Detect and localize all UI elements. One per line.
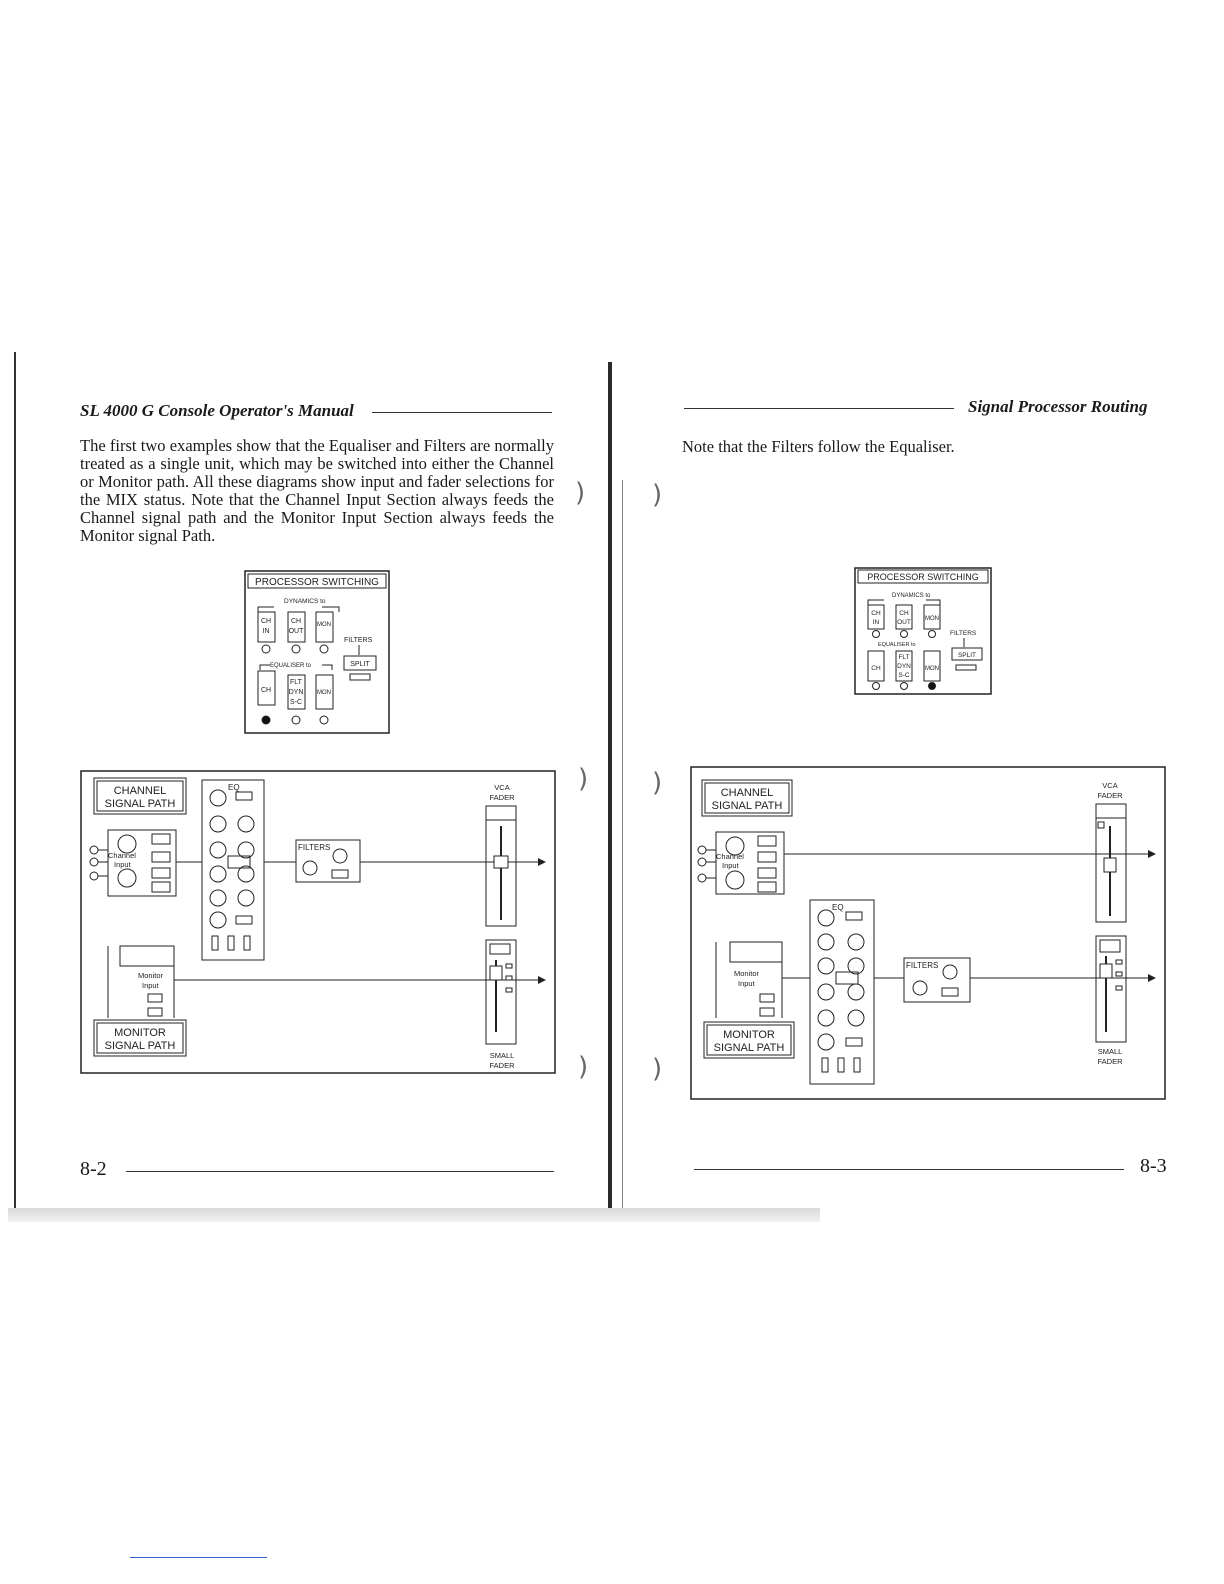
binder-hole-icon: ) bbox=[652, 480, 663, 510]
svg-text:DYN: DYN bbox=[897, 663, 911, 670]
svg-text:OUT: OUT bbox=[897, 619, 911, 626]
svg-text:FILTERS: FILTERS bbox=[906, 961, 938, 970]
binder-hole-icon: ) bbox=[652, 1054, 663, 1084]
svg-text:VCA: VCA bbox=[1102, 781, 1117, 790]
svg-text:MON: MON bbox=[317, 622, 331, 628]
svg-text:EQ: EQ bbox=[228, 783, 240, 792]
binder-hole-icon: ) bbox=[652, 768, 663, 798]
binder-hole-icon: ) bbox=[578, 1052, 589, 1082]
svg-text:IN: IN bbox=[263, 628, 270, 635]
header-rule-right bbox=[684, 408, 954, 409]
footer-rule-left bbox=[126, 1171, 554, 1172]
svg-text:CHANNEL: CHANNEL bbox=[114, 785, 167, 797]
svg-text:Monitor: Monitor bbox=[138, 971, 164, 980]
svg-text:SPLIT: SPLIT bbox=[958, 652, 976, 659]
panel-title: PROCESSOR SWITCHING bbox=[255, 577, 379, 588]
svg-text:OUT: OUT bbox=[289, 628, 305, 635]
left-page-number: 8-2 bbox=[80, 1158, 107, 1180]
svg-text:MON: MON bbox=[317, 690, 331, 696]
svg-text:IN: IN bbox=[873, 619, 880, 626]
svg-text:FADER: FADER bbox=[489, 793, 515, 802]
svg-text:MONITOR: MONITOR bbox=[723, 1029, 775, 1041]
dynamics-label: DYNAMICS to bbox=[284, 598, 326, 605]
svg-text:CH: CH bbox=[899, 610, 909, 617]
footer-rule-right bbox=[694, 1169, 1124, 1170]
svg-text:Input: Input bbox=[722, 861, 740, 870]
right-page-header: Signal Processor Routing bbox=[968, 397, 1148, 416]
bottom-link-line bbox=[130, 1557, 267, 1558]
equaliser-label: EQUALISER to bbox=[270, 663, 312, 669]
left-page-header: SL 4000 G Console Operator's Manual bbox=[80, 401, 354, 420]
svg-text:FADER: FADER bbox=[1097, 1057, 1123, 1066]
svg-text:MON: MON bbox=[925, 616, 939, 622]
binder-hole-icon: ) bbox=[575, 478, 586, 508]
svg-text:SIGNAL PATH: SIGNAL PATH bbox=[105, 1040, 176, 1052]
svg-text:FLT: FLT bbox=[898, 654, 909, 661]
svg-text:CH: CH bbox=[261, 618, 271, 625]
svg-text:CH: CH bbox=[291, 618, 301, 625]
svg-text:Input: Input bbox=[142, 981, 160, 990]
svg-text:PROCESSOR SWITCHING: PROCESSOR SWITCHING bbox=[867, 572, 979, 582]
svg-text:SMALL: SMALL bbox=[490, 1051, 515, 1060]
split-label: SPLIT bbox=[350, 661, 370, 668]
svg-text:MON: MON bbox=[925, 666, 939, 672]
svg-text:SIGNAL PATH: SIGNAL PATH bbox=[712, 800, 783, 812]
svg-text:FADER: FADER bbox=[489, 1061, 515, 1070]
page-shadow bbox=[8, 1208, 820, 1222]
svg-text:Channel: Channel bbox=[108, 851, 136, 860]
right-page-number: 8-3 bbox=[1140, 1155, 1167, 1177]
svg-text:CH: CH bbox=[871, 610, 881, 617]
svg-text:S-C: S-C bbox=[290, 699, 302, 706]
svg-text:VCA: VCA bbox=[494, 783, 509, 792]
svg-text:DYNAMICS to: DYNAMICS to bbox=[892, 593, 931, 599]
processor-switching-panel-left: PROCESSOR SWITCHING DYNAMICS to CH IN CH… bbox=[244, 570, 390, 734]
svg-text:EQUALISER to: EQUALISER to bbox=[878, 642, 916, 648]
page-edge bbox=[14, 352, 16, 1210]
right-page-note: Note that the Filters follow the Equalis… bbox=[682, 437, 955, 456]
svg-text:Input: Input bbox=[114, 860, 132, 869]
svg-text:FILTERS: FILTERS bbox=[298, 843, 330, 852]
header-rule-left bbox=[372, 412, 552, 413]
svg-text:Input: Input bbox=[738, 979, 756, 988]
svg-text:SMALL: SMALL bbox=[1098, 1047, 1123, 1056]
binder-hole-icon: ) bbox=[578, 764, 589, 794]
svg-text:CH: CH bbox=[261, 687, 271, 694]
svg-text:SIGNAL PATH: SIGNAL PATH bbox=[105, 798, 176, 810]
svg-text:Channel: Channel bbox=[716, 852, 744, 861]
signal-path-diagram-left: CHANNEL SIGNAL PATH Channel Input EQ FIL… bbox=[80, 770, 556, 1074]
left-page-body-text: The first two examples show that the Equ… bbox=[80, 436, 554, 545]
svg-text:FILTERS: FILTERS bbox=[950, 630, 977, 637]
svg-text:DYN: DYN bbox=[289, 689, 304, 696]
svg-text:CH: CH bbox=[871, 665, 881, 672]
svg-text:S-C: S-C bbox=[898, 672, 910, 679]
spine-gutter bbox=[608, 362, 612, 1212]
svg-text:Monitor: Monitor bbox=[734, 969, 760, 978]
svg-text:FADER: FADER bbox=[1097, 791, 1123, 800]
svg-text:MONITOR: MONITOR bbox=[114, 1027, 166, 1039]
svg-text:CHANNEL: CHANNEL bbox=[721, 787, 774, 799]
filters-label: FILTERS bbox=[344, 637, 373, 644]
svg-text:FLT: FLT bbox=[290, 679, 303, 686]
svg-text:EQ: EQ bbox=[832, 903, 844, 912]
signal-path-diagram-right: CHANNEL SIGNAL PATH Channel Input VCA FA… bbox=[690, 766, 1166, 1100]
svg-text:SIGNAL PATH: SIGNAL PATH bbox=[714, 1042, 785, 1054]
spine-line bbox=[622, 480, 623, 1210]
processor-switching-panel-right: PROCESSOR SWITCHING DYNAMICS to CH IN CH… bbox=[854, 567, 992, 695]
